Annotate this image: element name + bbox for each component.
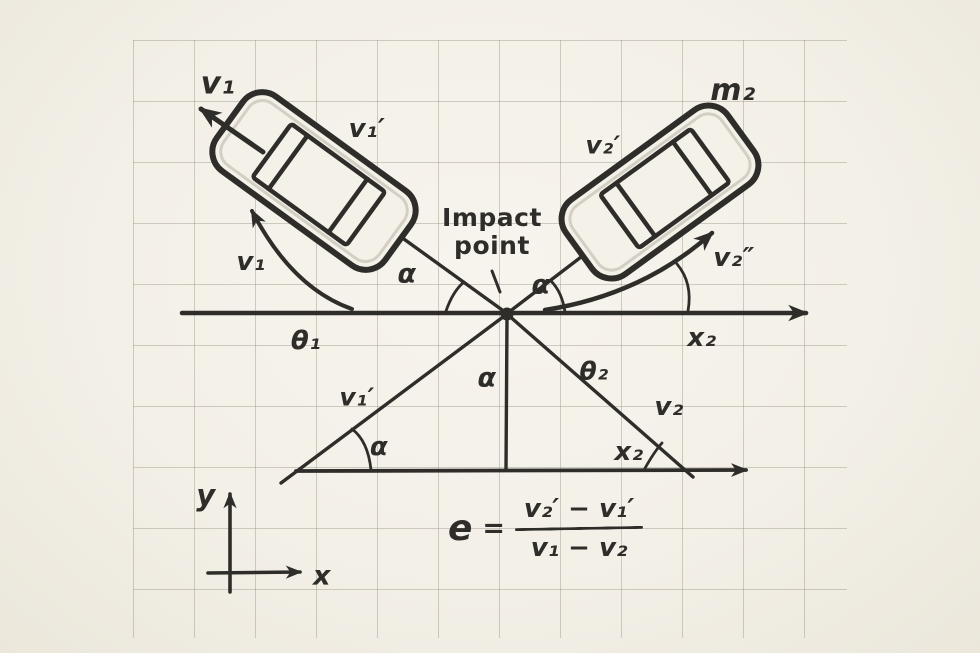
- v2-label-lower: v₂: [654, 392, 684, 422]
- lower-baseline: [294, 463, 749, 478]
- x2-label-lower: x₂: [614, 437, 644, 467]
- theta2-label: θ₂: [579, 356, 609, 386]
- v1-curve-label: v₁: [236, 247, 266, 277]
- y-axis-label: y: [196, 478, 216, 513]
- vertical-drop-line: [504, 315, 509, 472]
- equation-numerator: v₂′ − v₁′: [523, 494, 635, 524]
- v2-angle-arc: [675, 262, 691, 313]
- restitution-equation: e = v₂′ − v₁′ v₁ − v₂: [448, 494, 644, 563]
- v1-label-top: v₁: [200, 65, 236, 102]
- theta1-label: θ₁: [290, 326, 322, 356]
- lower-right-diagonal: [505, 312, 695, 479]
- impact-dot: [500, 307, 514, 321]
- equation-fraction: v₂′ − v₁′ v₁ − v₂: [515, 494, 644, 563]
- alpha-arc-bottom-left: [350, 427, 373, 472]
- v1-prime-label-lower: v₁′: [339, 382, 375, 412]
- v1-curved-arrow: [250, 208, 354, 311]
- v2-doubleprime-arrow: [542, 230, 715, 313]
- impact-pointer-tick: [490, 269, 502, 294]
- alpha-label-mid: α: [477, 362, 497, 394]
- fraction-bar: [515, 525, 644, 532]
- equation-denominator: v₁ − v₂: [530, 533, 628, 563]
- equation-lhs: e: [448, 508, 473, 549]
- x-axis: [206, 565, 303, 579]
- x-axis-label: x: [313, 560, 331, 592]
- alpha-label-impact-right: α: [531, 269, 551, 301]
- car-right: [558, 102, 762, 282]
- v1-prime-label-upper: v₁′: [348, 114, 386, 144]
- alpha-label-impact-left: α: [397, 258, 417, 290]
- v2-prime-label: v₂′: [585, 130, 621, 160]
- v2-doubleprime-label: v₂″: [713, 243, 755, 273]
- car-left: [209, 89, 419, 273]
- alpha-label-bottom-left: α: [369, 432, 389, 462]
- x2-arc-bottom-right: [642, 441, 664, 472]
- v1-arrow: [198, 106, 266, 155]
- m2-label: m₂: [710, 73, 756, 108]
- equation-equals: =: [482, 513, 506, 544]
- impact-point-label: Impact point: [442, 203, 542, 260]
- x2-label-upper: x₂: [687, 323, 717, 353]
- alpha-arc-left: [444, 280, 466, 313]
- lower-left-diagonal: [279, 312, 509, 485]
